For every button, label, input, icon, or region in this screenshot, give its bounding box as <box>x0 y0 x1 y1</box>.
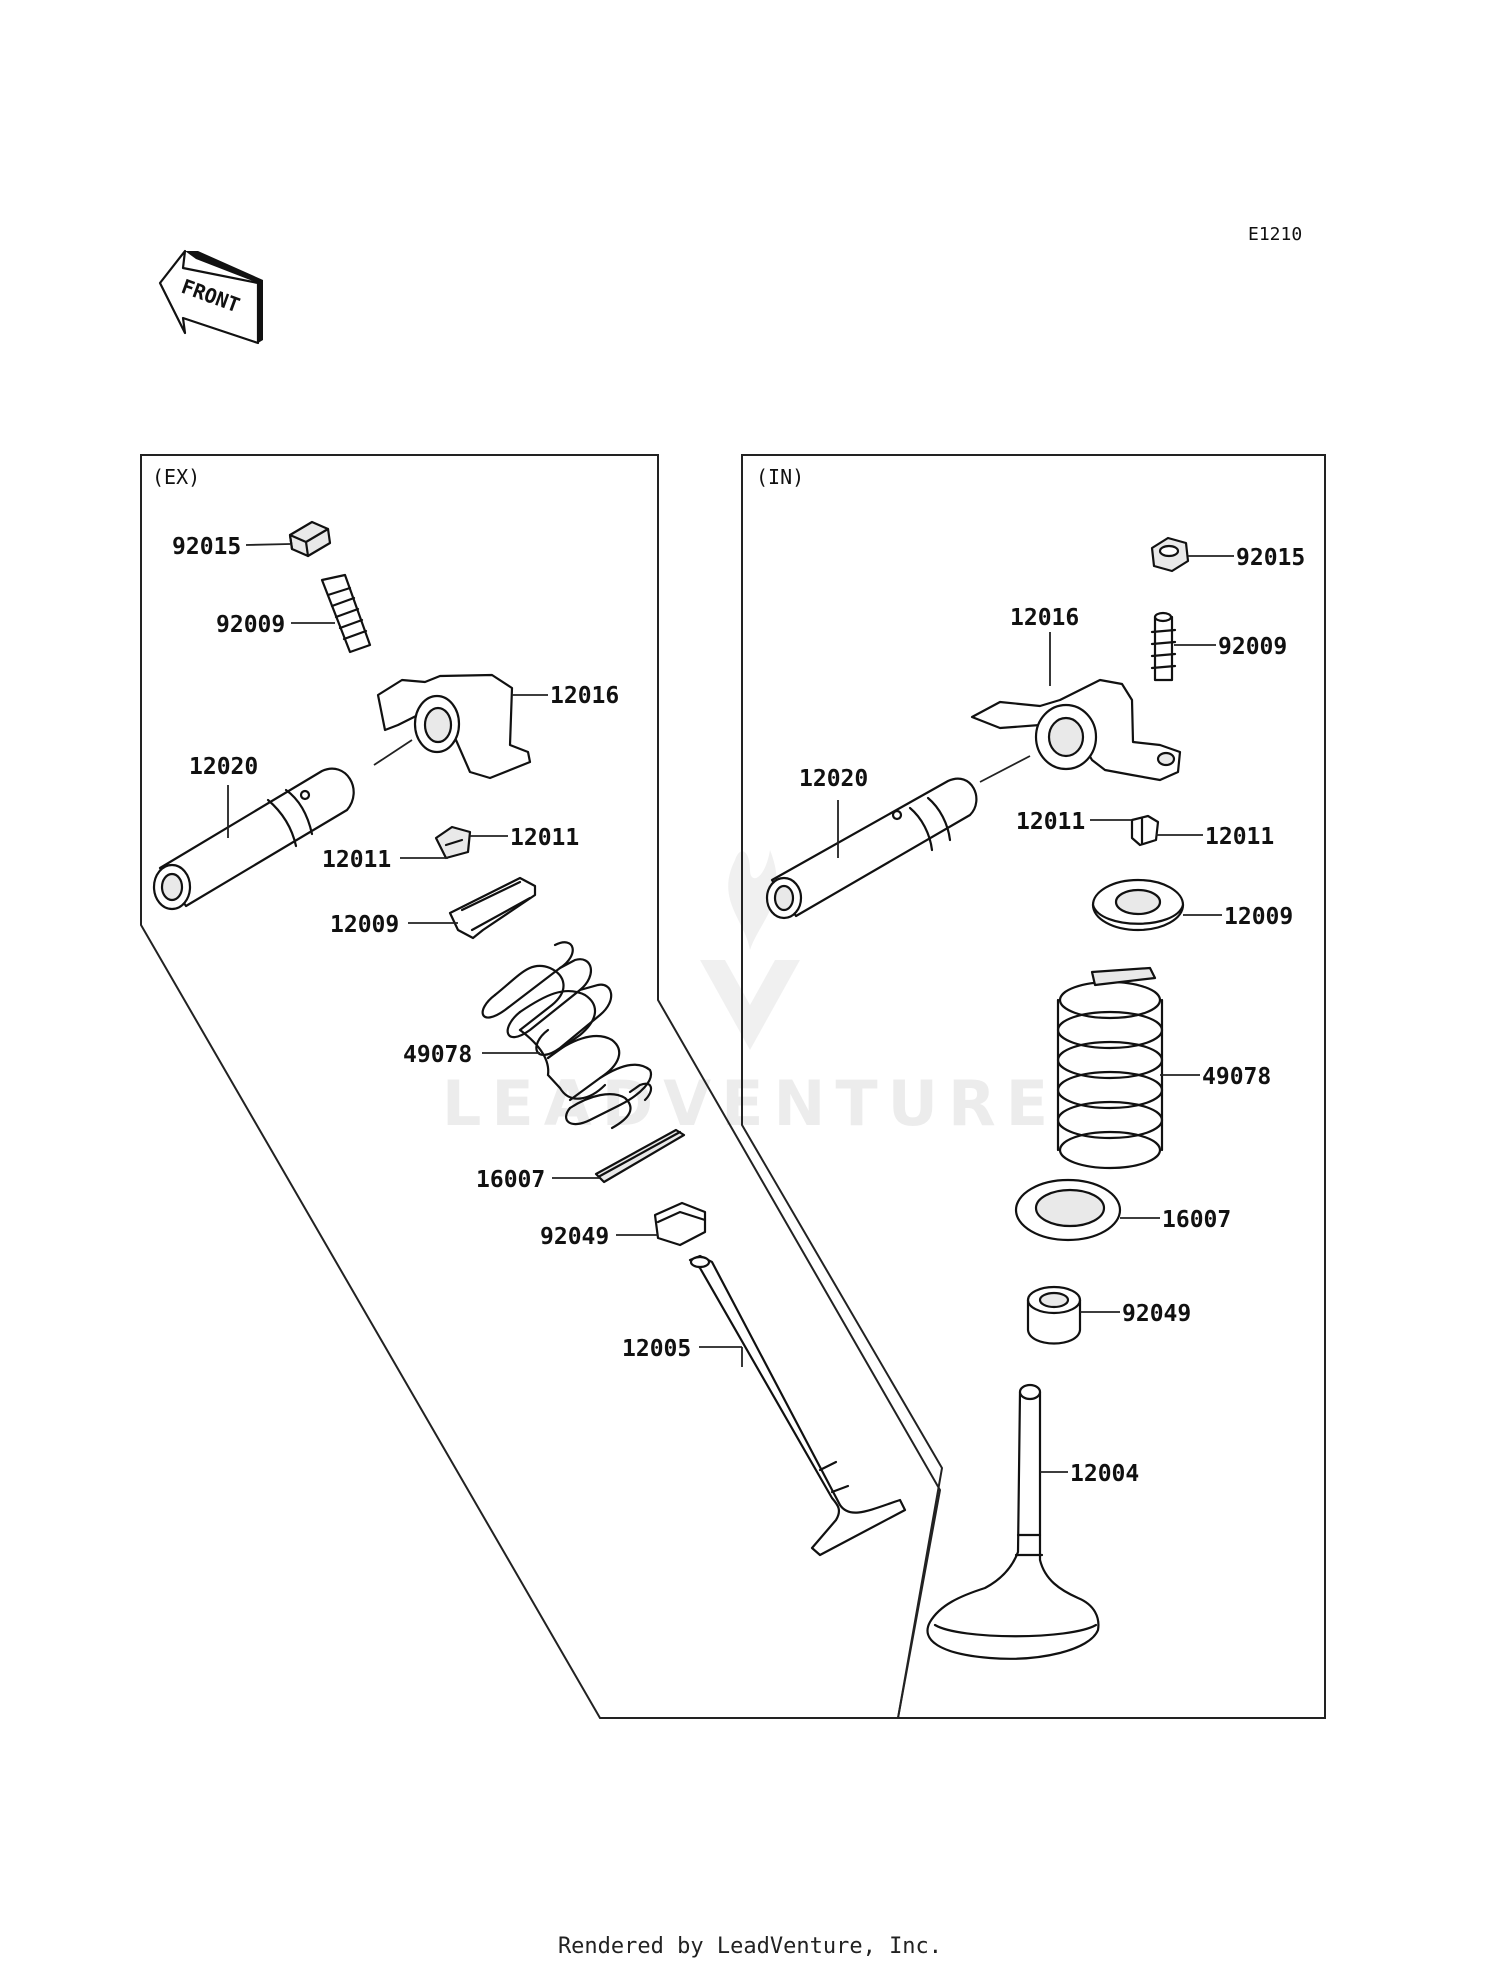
ex-nut-92015 <box>288 520 332 558</box>
ex-cotters-12011 <box>434 825 472 860</box>
front-arrow-shadow <box>185 251 263 343</box>
ex-retainer-12009 <box>448 876 537 940</box>
in-label-92015: 92015 <box>1236 545 1305 571</box>
watermark: LEADVENTURE <box>442 850 1058 1140</box>
ex-label-92015: 92015 <box>172 534 241 560</box>
intake-title: (IN) <box>756 465 804 489</box>
watermark-logo-icon <box>700 850 800 1050</box>
ex-label-12011-left: 12011 <box>322 847 391 873</box>
ex-oil-seal-92049 <box>653 1201 707 1247</box>
footer-text: Rendered by LeadVenture, Inc. <box>557 1934 943 1959</box>
in-retainer-12009 <box>1091 878 1185 932</box>
ex-label-49078: 49078 <box>403 1042 472 1068</box>
exhaust-section: (EX) 92015 92009 12016 <box>140 454 942 1719</box>
ex-label-12020: 12020 <box>189 754 258 780</box>
in-rocker-shaft-12020 <box>765 755 1031 920</box>
ex-label-92049: 92049 <box>540 1224 609 1250</box>
ex-label-92009: 92009 <box>216 612 285 638</box>
ex-spring-seat-16007 <box>594 1128 686 1184</box>
ex-rocker-arm-12016 <box>376 673 548 780</box>
in-label-92009: 92009 <box>1218 634 1287 660</box>
in-label-16007: 16007 <box>1162 1207 1231 1233</box>
ex-valve-12005 <box>688 1254 907 1557</box>
front-arrow: FRONT <box>158 249 263 345</box>
in-label-12011-right: 12011 <box>1205 824 1274 850</box>
intake-section: (IN) 92015 12016 92009 <box>741 454 1326 1719</box>
in-rocker-arm-12016 <box>970 678 1182 782</box>
in-cotters-12011 <box>1130 814 1160 847</box>
in-nut-92015 <box>1150 536 1190 573</box>
in-label-12011-left: 12011 <box>1016 809 1085 835</box>
ex-spring-49078 <box>481 941 653 1130</box>
in-spring-49078 <box>1056 966 1164 1170</box>
in-label-12016: 12016 <box>1010 605 1079 631</box>
intake-frame <box>741 454 1326 1719</box>
in-adjuster-screw-92009 <box>1150 611 1177 682</box>
ex-adjuster-screw-92009 <box>320 573 372 654</box>
front-arrow-icon <box>158 249 260 345</box>
in-label-49078: 49078 <box>1202 1064 1271 1090</box>
in-spring-seat-16007 <box>1014 1178 1122 1242</box>
ex-rocker-shaft-12020 <box>152 739 413 911</box>
in-label-12020: 12020 <box>799 766 868 792</box>
in-valve-12004 <box>926 1383 1100 1660</box>
ex-label-12009: 12009 <box>330 912 399 938</box>
ex-label-16007: 16007 <box>476 1167 545 1193</box>
in-label-12009: 12009 <box>1224 904 1293 930</box>
in-label-12004: 12004 <box>1070 1461 1139 1487</box>
in-label-92049: 92049 <box>1122 1301 1191 1327</box>
ex-label-12005: 12005 <box>622 1336 691 1362</box>
diagram-code: E1210 <box>1248 224 1302 245</box>
ex-label-12011-right: 12011 <box>510 825 579 851</box>
in-oil-seal-92049 <box>1026 1285 1082 1345</box>
ex-label-12016: 12016 <box>550 683 619 709</box>
watermark-text: LEADVENTURE <box>442 1067 1058 1140</box>
exhaust-title: (EX) <box>152 465 200 489</box>
